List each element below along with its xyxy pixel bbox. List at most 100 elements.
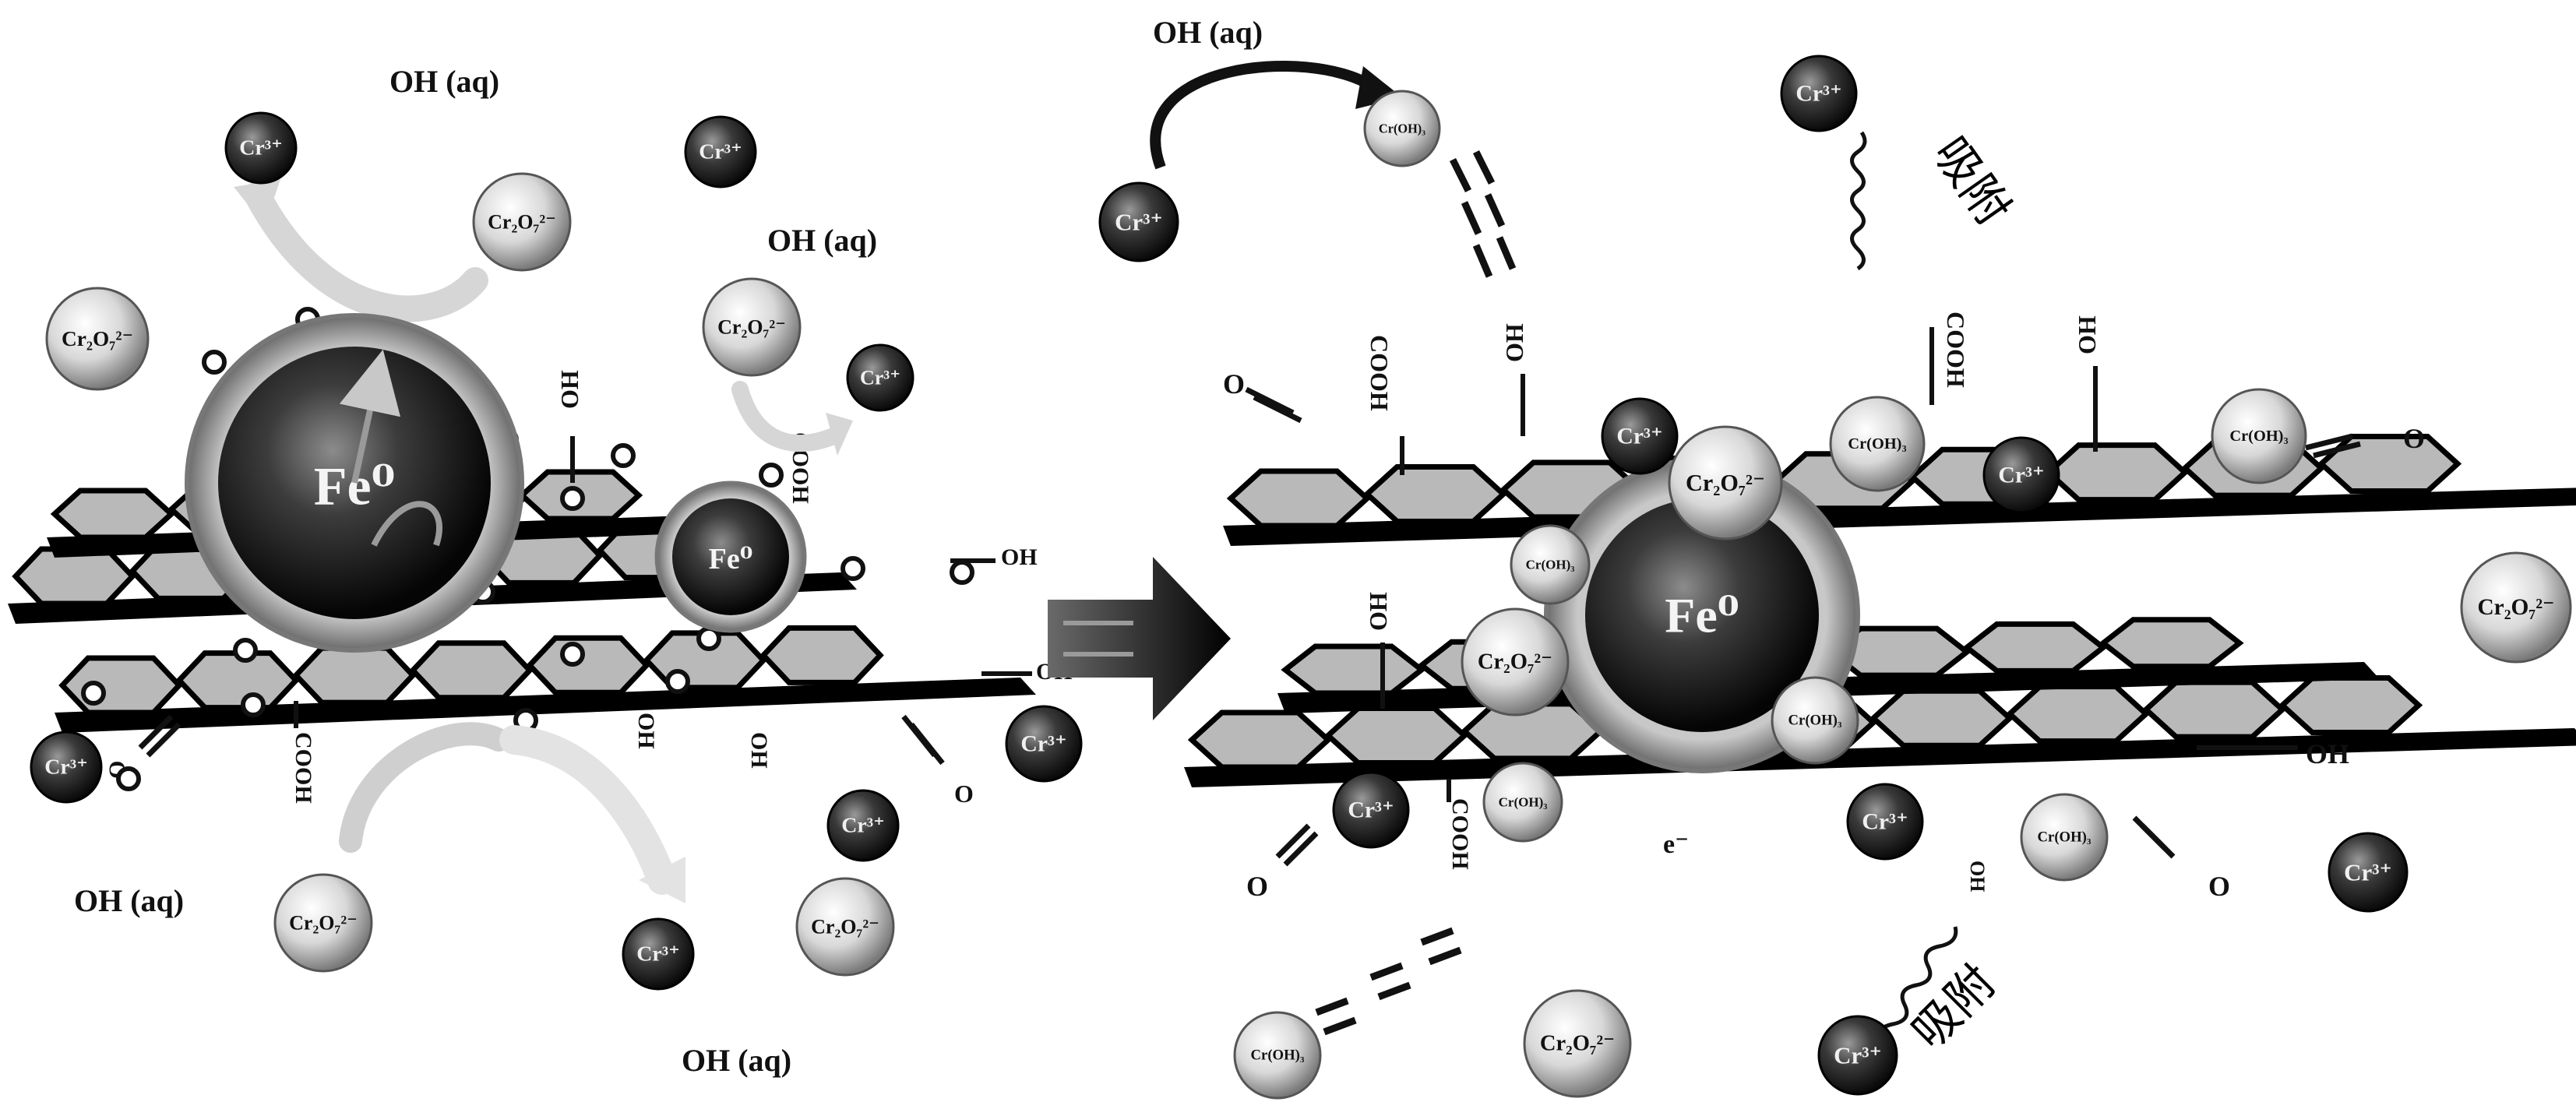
- cr3-ion-label: Cr³⁺: [2344, 859, 2392, 886]
- cr3-ion-label: Cr³⁺: [44, 755, 88, 780]
- croh3-ion-label: Cr(OH)₃: [1848, 435, 1906, 452]
- cr3-ion: Cr³⁺: [224, 111, 298, 185]
- double-bond: [901, 714, 945, 766]
- adsorption-label-top: 吸附: [1922, 127, 2021, 234]
- croh3-ion: Cr(OH)₃: [2211, 388, 2307, 484]
- functional-group-label: O: [2208, 871, 2230, 902]
- functional-group-label: OH: [555, 370, 583, 409]
- cr3-ion: Cr³⁺: [30, 731, 103, 804]
- croh3-ion: Cr(OH)₃: [1233, 1011, 1322, 1100]
- oh-aq-label-5: OH (aq): [1153, 15, 1263, 50]
- fe0-label-large-left: Fe⁰: [314, 457, 396, 517]
- double-bond: [138, 714, 181, 758]
- croh3-ion: Cr(OH)₃: [1771, 676, 1859, 765]
- cr3-ion: Cr³⁺: [2328, 832, 2409, 913]
- functional-group: OH: [2073, 315, 2101, 452]
- croh3-ion: Cr(OH)₃: [1510, 524, 1591, 605]
- cr3-ion-label: Cr³⁺: [1795, 81, 1841, 107]
- cr3-ion: Cr³⁺: [1846, 783, 1924, 861]
- functional-group: OH: [633, 713, 659, 749]
- grey-arrow-mid: [731, 381, 853, 456]
- graphene-hexagon: [2141, 679, 2287, 740]
- functional-group-label: O: [2403, 423, 2425, 454]
- croh3-ion-label: Cr(OH)₃: [1788, 713, 1842, 729]
- dichromate-ion-label: Cr₂O₇²⁻: [488, 211, 556, 234]
- functional-group-label: COOH: [1447, 798, 1473, 870]
- cr3-ion: Cr³⁺: [846, 343, 914, 412]
- graphene-hexagon: [759, 625, 884, 685]
- fe0-particle-right: Fe⁰: [1544, 457, 1860, 773]
- fe0-particle-small-left: Fe⁰: [654, 481, 807, 633]
- cr3-ion-label: Cr³⁺: [1862, 809, 1908, 835]
- graphene-hexagon: [58, 655, 183, 716]
- graphene-hexagon: [2278, 675, 2423, 736]
- croh3-ion: Cr(OH)₃: [1363, 90, 1441, 167]
- croh3-ion-label: Cr(OH)₃: [1526, 558, 1575, 572]
- functional-group: OH: [746, 732, 772, 769]
- cr3-ion: Cr³⁺: [1982, 436, 2060, 514]
- graphene-hexagon: [1226, 468, 1372, 529]
- dichromate-ion: Cr₂O₇²⁻: [1668, 425, 1783, 540]
- functional-group: COOH: [1929, 312, 1970, 405]
- cr3-ion: Cr³⁺: [622, 917, 695, 991]
- functional-group-label: OH: [1001, 544, 1038, 570]
- hydroxyl-site: [560, 486, 585, 511]
- dichromate-ion-label: Cr₂O₇²⁻: [717, 316, 786, 339]
- oh-aq-label-2: OH (aq): [767, 223, 877, 258]
- hydroxyl-site: [202, 350, 227, 375]
- croh3-ion-label: Cr(OH)₃: [1379, 121, 1425, 136]
- double-bond: [1245, 386, 1302, 424]
- functional-group-label: OH: [1364, 592, 1392, 631]
- adsorption-wave-top: [1850, 131, 1867, 271]
- oh-aq-label-1: OH (aq): [389, 64, 499, 99]
- functional-group: OH: [1966, 861, 1989, 892]
- graphene-hexagon: [526, 635, 650, 695]
- graphene-hexagon: [1362, 463, 1508, 524]
- graphene-hexagon: [2317, 434, 2462, 495]
- graphene-hexagon: [409, 640, 534, 701]
- fe0-label-right: Fe⁰: [1665, 588, 1739, 643]
- cr3-ion-label: Cr³⁺: [1020, 731, 1066, 757]
- cr3-ion-label: Cr³⁺: [1834, 1042, 1882, 1069]
- functional-group: OH: [2197, 738, 2349, 769]
- dichromate-ion-label: Cr₂O₇²⁻: [1478, 650, 1552, 674]
- hydrogen-bond-top: [1449, 150, 1517, 278]
- hydroxyl-site: [950, 560, 974, 585]
- hydroxyl-site: [560, 642, 585, 667]
- graphene-sheet-left-bottom: [55, 625, 1036, 733]
- grey-arrow-top-left: [234, 179, 488, 322]
- croh3-ion: Cr(OH)₃: [1829, 396, 1926, 492]
- dichromate-ion: Cr₂O₇²⁻: [1461, 607, 1570, 716]
- graphene-hexagon: [1962, 621, 2108, 674]
- functional-group-label: OH: [2306, 738, 2349, 769]
- hydroxyl-site: [116, 766, 141, 791]
- functional-group-label: O: [1246, 871, 1268, 902]
- dichromate-ion: Cr₂O₇²⁻: [45, 287, 150, 391]
- cr3-ion: Cr³⁺: [1780, 55, 1858, 132]
- cr3-ion-label: Cr³⁺: [239, 136, 283, 160]
- functional-group: O: [1246, 871, 1268, 902]
- dichromate-ion-label: Cr₂O₇²⁻: [1686, 470, 1765, 496]
- functional-group-label: O: [1223, 368, 1245, 400]
- adsorption-wave-bottom: [1876, 926, 1958, 1045]
- dichromate-ion: Cr₂O₇²⁻: [472, 172, 572, 272]
- black-arrow-oh: [1150, 60, 1402, 170]
- dichromate-ion-label: Cr₂O₇²⁻: [811, 916, 879, 938]
- graphene-hexagon: [12, 546, 136, 607]
- cr3-ion: Cr³⁺: [1601, 397, 1679, 475]
- croh3-ion: Cr(OH)₃: [1482, 762, 1563, 843]
- functional-group-label: O: [954, 780, 974, 808]
- double-bond: [2305, 433, 2361, 459]
- croh3-ion: Cr(OH)₃: [2020, 793, 2109, 882]
- fe0-label-small-left: Fe⁰: [709, 543, 753, 576]
- functional-group-label: COOH: [1366, 335, 1394, 411]
- dichromate-ion-label: Cr₂O₇²⁻: [62, 327, 133, 350]
- functional-group: COOH: [1366, 335, 1404, 475]
- cr3-ion-label: Cr³⁺: [1998, 463, 2044, 488]
- hydroxyl-site: [696, 626, 721, 651]
- graphene-hexagon: [1869, 688, 2014, 748]
- graphene-hexagon: [1826, 625, 1972, 678]
- hydroxyl-site: [665, 669, 690, 694]
- dichromate-ion-label: Cr₂O₇²⁻: [2477, 595, 2554, 620]
